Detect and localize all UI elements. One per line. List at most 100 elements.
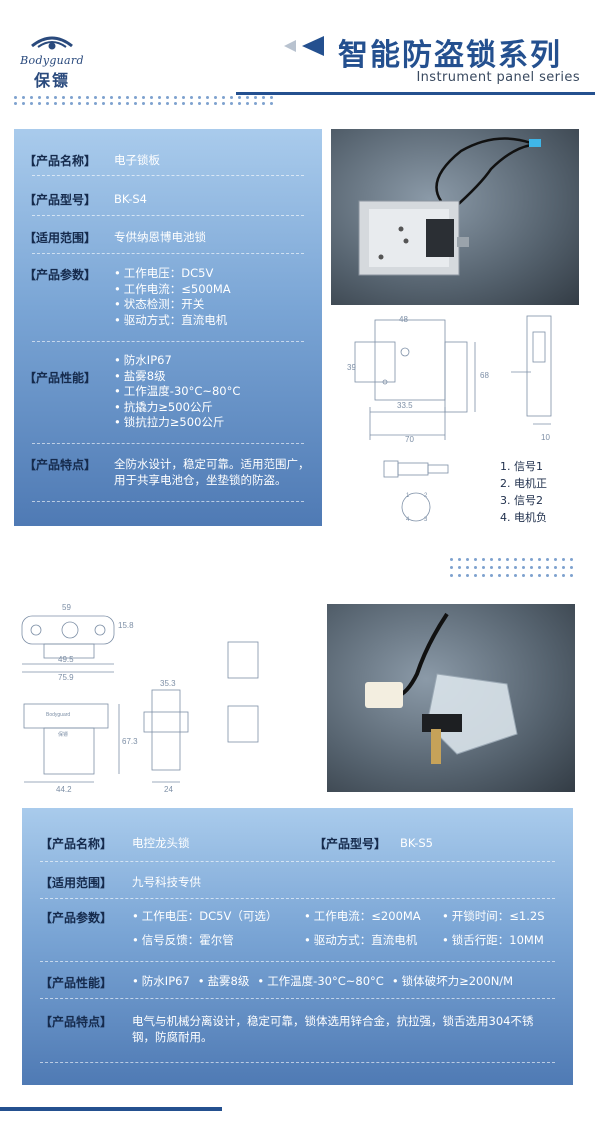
logo-wordmark: Bodyguard: [20, 54, 84, 67]
list-item: 工作电流：≤500MA: [114, 282, 231, 298]
product2-technical-drawing: 59 15.8 49.5 75.9 35.3 67.3 44.2 24 Body…: [21, 603, 259, 794]
list-item: 盐雾8级: [198, 974, 250, 990]
dimension-label: 15.8: [118, 621, 134, 630]
list-item: 状态检测：开关: [114, 297, 231, 313]
product1-scope-row: 【适用范围】 专供纳恩博电池锁: [14, 229, 322, 246]
logo-eye-icon: [31, 36, 73, 50]
dimension-label: 75.9: [58, 673, 74, 682]
pin-number: 3: [424, 517, 428, 523]
pin-legend-item: 2. 电机正: [500, 477, 547, 490]
product2-scope-label: 【适用范围】: [40, 876, 113, 890]
divider: [32, 253, 304, 254]
product1-spec-panel: 【产品名称】 电子锁板 【产品型号】 BK-S4 【适用范围】 专供纳恩博电池锁…: [14, 129, 322, 526]
product1-scope-value: 专供纳恩博电池锁: [114, 230, 206, 244]
product1-feature-value: 全防水设计，稳定可靠。适用范围广，用于共享电池仓，坐垫锁的防盗。: [114, 457, 310, 487]
product2-spec-panel: 【产品名称】 电控龙头锁 【产品型号】 BK-S5 【适用范围】 九号科技专供 …: [22, 808, 573, 1085]
product2-model-value: BK-S5: [400, 836, 433, 850]
product1-params-label: 【产品参数】: [24, 268, 97, 282]
product2-params-list-2: 信号反馈：霍尔管 驱动方式：直流电机 锁舌行距：10MM: [132, 933, 545, 949]
product2-feature-row: 【产品特点】 电气与机械分离设计，稳定可靠，锁体选用锌合金，抗拉强，锁舌选用30…: [22, 1013, 573, 1045]
product2-feature-label: 【产品特点】: [40, 1015, 113, 1029]
header-dots-decoration-2: [14, 102, 273, 105]
product1-name-label: 【产品名称】: [24, 154, 97, 168]
list-item: 驱动方式：直流电机: [114, 313, 231, 329]
product1-perf-row: 【产品性能】 防水IP67 盐雾8级 工作温度-30°C~80°C 抗撬力≥50…: [14, 353, 322, 431]
product1-feature-label: 【产品特点】: [24, 458, 97, 472]
product1-params-list: 工作电压：DC5V 工作电流：≤500MA 状态检测：开关 驱动方式：直流电机: [114, 266, 231, 328]
list-item: 锁抗拉力≥500公斤: [114, 415, 240, 431]
divider: [40, 1062, 555, 1063]
list-item: 工作电压：DC5V: [114, 266, 231, 282]
arrow-left-large-icon: [302, 36, 324, 56]
dimension-label: 39: [347, 363, 356, 372]
electronic-lock-board-image: [358, 137, 541, 276]
list-item: 工作温度-30°C~80°C: [114, 384, 241, 400]
header-dots-decoration: [14, 96, 273, 99]
dimension-label: 59: [62, 603, 71, 612]
dimension-label: 67.3: [122, 737, 138, 746]
product1-perf-list: 防水IP67 盐雾8级 工作温度-30°C~80°C 抗撬力≥500公斤 锁抗拉…: [114, 353, 241, 431]
pin-legend-item: 4. 电机负: [500, 511, 547, 524]
dimension-label: 44.2: [56, 785, 72, 794]
divider: [40, 861, 555, 862]
arrow-left-small-icon: [284, 40, 296, 52]
list-item: 盐雾8级: [114, 369, 240, 385]
list-item: 防水IP67: [132, 974, 190, 990]
product2-name-label: 【产品名称】: [40, 837, 113, 851]
pin-legend-item: 1. 信号1: [500, 460, 543, 473]
divider: [32, 443, 304, 444]
pin-legend-item: 3. 信号2: [500, 494, 543, 507]
pin-legend: 1. 信号1 2. 电机正 3. 信号2 4. 电机负: [500, 458, 547, 526]
section-dots-decoration-2: [450, 566, 573, 569]
dimension-label: 48: [399, 315, 408, 324]
brand-logo: Bodyguard 保镖: [16, 34, 88, 90]
product2-name-row: 【产品名称】 电控龙头锁 【产品型号】 BK-S5: [22, 835, 573, 852]
divider: [32, 215, 304, 216]
list-item: 防水IP67: [114, 353, 240, 369]
logo-chinese-name: 保镖: [33, 71, 70, 90]
dimension-label: 70: [405, 435, 414, 444]
divider: [40, 998, 555, 999]
product1-technical-drawing: 48 39 68 33.5 70 10: [347, 315, 552, 444]
product1-photo: [331, 129, 579, 305]
product2-photo: [327, 604, 575, 792]
divider: [40, 961, 555, 962]
product1-params-row: 【产品参数】 工作电压：DC5V 工作电流：≤500MA 状态检测：开关 驱动方…: [14, 266, 322, 328]
product1-name-value: 电子锁板: [114, 153, 160, 167]
list-item: 工作温度-30°C~80°C: [257, 974, 384, 990]
plate-text: 保镖: [58, 731, 68, 738]
plate-text: Bodyguard: [46, 712, 70, 718]
product2-perf-list: 防水IP67 盐雾8级 工作温度-30°C~80°C 锁体破坏力≥200N/M: [132, 974, 513, 990]
product1-name-row: 【产品名称】 电子锁板: [14, 152, 322, 169]
product2-scope-value: 九号科技专供: [132, 875, 201, 889]
section-dots-decoration-3: [450, 574, 573, 577]
product2-params-label: 【产品参数】: [40, 911, 113, 925]
page-title: 智能防盗锁系列: [338, 38, 562, 73]
list-item: 工作电压：DC5V（可选）: [132, 909, 304, 925]
product2-name-value: 电控龙头锁: [132, 836, 190, 850]
list-item: 锁体破坏力≥200N/M: [392, 974, 513, 990]
dimension-label: 33.5: [397, 401, 413, 410]
dimension-label: 68: [480, 371, 489, 380]
product2-model-label: 【产品型号】: [314, 837, 387, 851]
divider: [32, 341, 304, 342]
section-dots-decoration: [450, 558, 573, 561]
list-item: 锁舌行距：10MM: [442, 933, 544, 949]
footer-rule: [0, 1107, 222, 1111]
dimension-label: 49.5: [58, 655, 74, 664]
list-item: 工作电流：≤200MA: [304, 909, 442, 925]
divider: [40, 898, 555, 899]
product2-params-grid: 工作电压：DC5V（可选） 工作电流：≤200MA 开锁时间：≤1.2S 信号反…: [132, 909, 545, 948]
faucet-lock-image: [365, 612, 518, 764]
dimension-label: 10: [541, 433, 550, 442]
page-subtitle: Instrument panel series: [416, 70, 580, 85]
product2-params-list-1: 工作电压：DC5V（可选） 工作电流：≤200MA 开锁时间：≤1.2S: [132, 909, 545, 925]
pin-number: 2: [424, 493, 428, 499]
product2-perf-row: 【产品性能】 防水IP67 盐雾8级 工作温度-30°C~80°C 锁体破坏力≥…: [22, 974, 573, 991]
pin-number: 1: [406, 493, 410, 499]
list-item: 驱动方式：直流电机: [304, 933, 442, 949]
product2-params-row: 【产品参数】 工作电压：DC5V（可选） 工作电流：≤200MA 开锁时间：≤1…: [22, 909, 573, 948]
product1-perf-label: 【产品性能】: [24, 371, 97, 385]
product1-feature-row: 【产品特点】 全防水设计，稳定可靠。适用范围广，用于共享电池仓，坐垫锁的防盗。: [14, 456, 322, 488]
product1-model-value: BK-S4: [114, 192, 147, 206]
